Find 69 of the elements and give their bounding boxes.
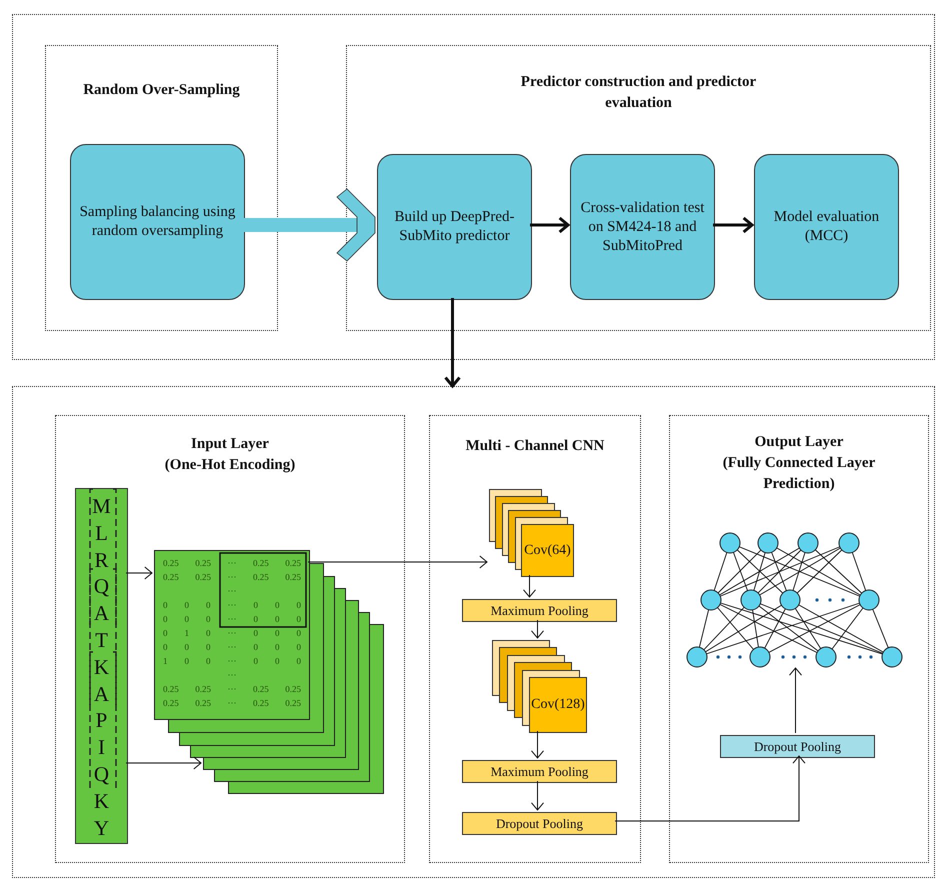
- panel-heading: (One-Hot Encoding): [164, 456, 296, 475]
- group-frame: [12, 386, 935, 878]
- panel-heading: (Fully Connected Layer Prediction): [722, 454, 876, 494]
- process-box: [570, 154, 715, 300]
- group-frame: [12, 14, 935, 360]
- matrix-row-text: 0.25 0.25 ··· 0.25 0.25: [163, 571, 301, 584]
- matrix-row-text: 0.25 0.25 ··· 0.25 0.25: [163, 697, 301, 710]
- sequence-letter: L: [95, 520, 108, 547]
- layer-label: Maximum Pooling: [490, 602, 588, 618]
- sequence-letter: Y: [94, 814, 110, 842]
- layer-label: Dropout Pooling: [496, 816, 584, 832]
- arrow: [523, 574, 536, 598]
- arrow: [531, 780, 544, 810]
- sequence-letter: K: [94, 654, 110, 681]
- sequence-letter: Q: [94, 573, 110, 600]
- arrow: [444, 298, 461, 388]
- process-box: [754, 154, 899, 300]
- arrow: [713, 216, 754, 234]
- layer-label: Dropout Pooling: [754, 738, 842, 754]
- section-panel: [669, 415, 929, 863]
- sequence-letter: I: [98, 734, 105, 761]
- arrow: [531, 730, 544, 758]
- panel-heading: Random Over-Sampling: [82, 81, 241, 100]
- section-panel: [429, 415, 641, 863]
- process-label: Model evaluation (MCC): [772, 208, 880, 246]
- arrow: [530, 216, 570, 234]
- process-label: Cross-validation test on SM424-18 and SubMitoPred: [580, 198, 706, 256]
- matrix-row-text: 0 0 0 ··· 0 0 0: [163, 641, 301, 654]
- sequence-letter: Q: [94, 760, 110, 788]
- sequence-letter: A: [94, 600, 110, 627]
- pooling-layer-box: [462, 760, 617, 783]
- pooling-layer-box: [720, 735, 875, 758]
- matrix-row-text: ···: [226, 669, 238, 682]
- process-label: Build up DeepPred-SubMito predictor: [394, 208, 516, 246]
- sequence-letter: A: [94, 680, 110, 708]
- section-panel: [45, 45, 278, 331]
- arrow: [126, 566, 152, 580]
- panel-heading: Multi - Channel CNN: [464, 437, 606, 456]
- section-panel: [55, 415, 405, 863]
- matrix-row-text: 0 0 0 ··· 0 0 0: [163, 599, 301, 612]
- matrix-row-text: 0.25 0.25 ··· 0.25 0.25: [163, 557, 301, 570]
- section-panel: [346, 45, 931, 331]
- process-box: [70, 144, 245, 300]
- panel-heading: Predictor construction and predictor evaluation: [520, 73, 758, 113]
- matrix-row-text: 0 0 0 ··· 0 0 0: [163, 613, 301, 626]
- process-box: [377, 154, 532, 300]
- layer-label: Cov(128): [530, 697, 586, 713]
- arrow: [308, 556, 488, 568]
- sequence-column: [75, 488, 128, 844]
- sequence-letter: R: [94, 546, 108, 574]
- arrow: [531, 620, 544, 638]
- process-label: Sampling balancing using random oversampling: [78, 203, 236, 241]
- matrix-row-text: 1 0 0 ··· 0 0 0: [163, 655, 301, 668]
- layer-label: Cov(64): [523, 542, 572, 558]
- pooling-layer-box: [462, 599, 617, 622]
- sequence-letter: T: [95, 626, 108, 654]
- panel-heading: Output Layer: [754, 433, 844, 452]
- sequence-letter: P: [96, 707, 108, 734]
- matrix-row-text: 0.25 0.25 ··· 0.25 0.25: [163, 683, 301, 696]
- layer-label: Maximum Pooling: [490, 764, 588, 780]
- sequence-letter: K: [94, 788, 110, 815]
- panel-heading: Input Layer: [190, 435, 270, 454]
- pooling-layer-box: [462, 812, 617, 835]
- matrix-row-text: ···: [226, 585, 238, 598]
- arrow: [614, 756, 806, 822]
- sequence-letter: M: [92, 493, 111, 520]
- arrow: [126, 756, 202, 770]
- arrow: [789, 668, 802, 734]
- matrix-row-text: 0 1 0 ··· 0 0 0: [163, 627, 301, 640]
